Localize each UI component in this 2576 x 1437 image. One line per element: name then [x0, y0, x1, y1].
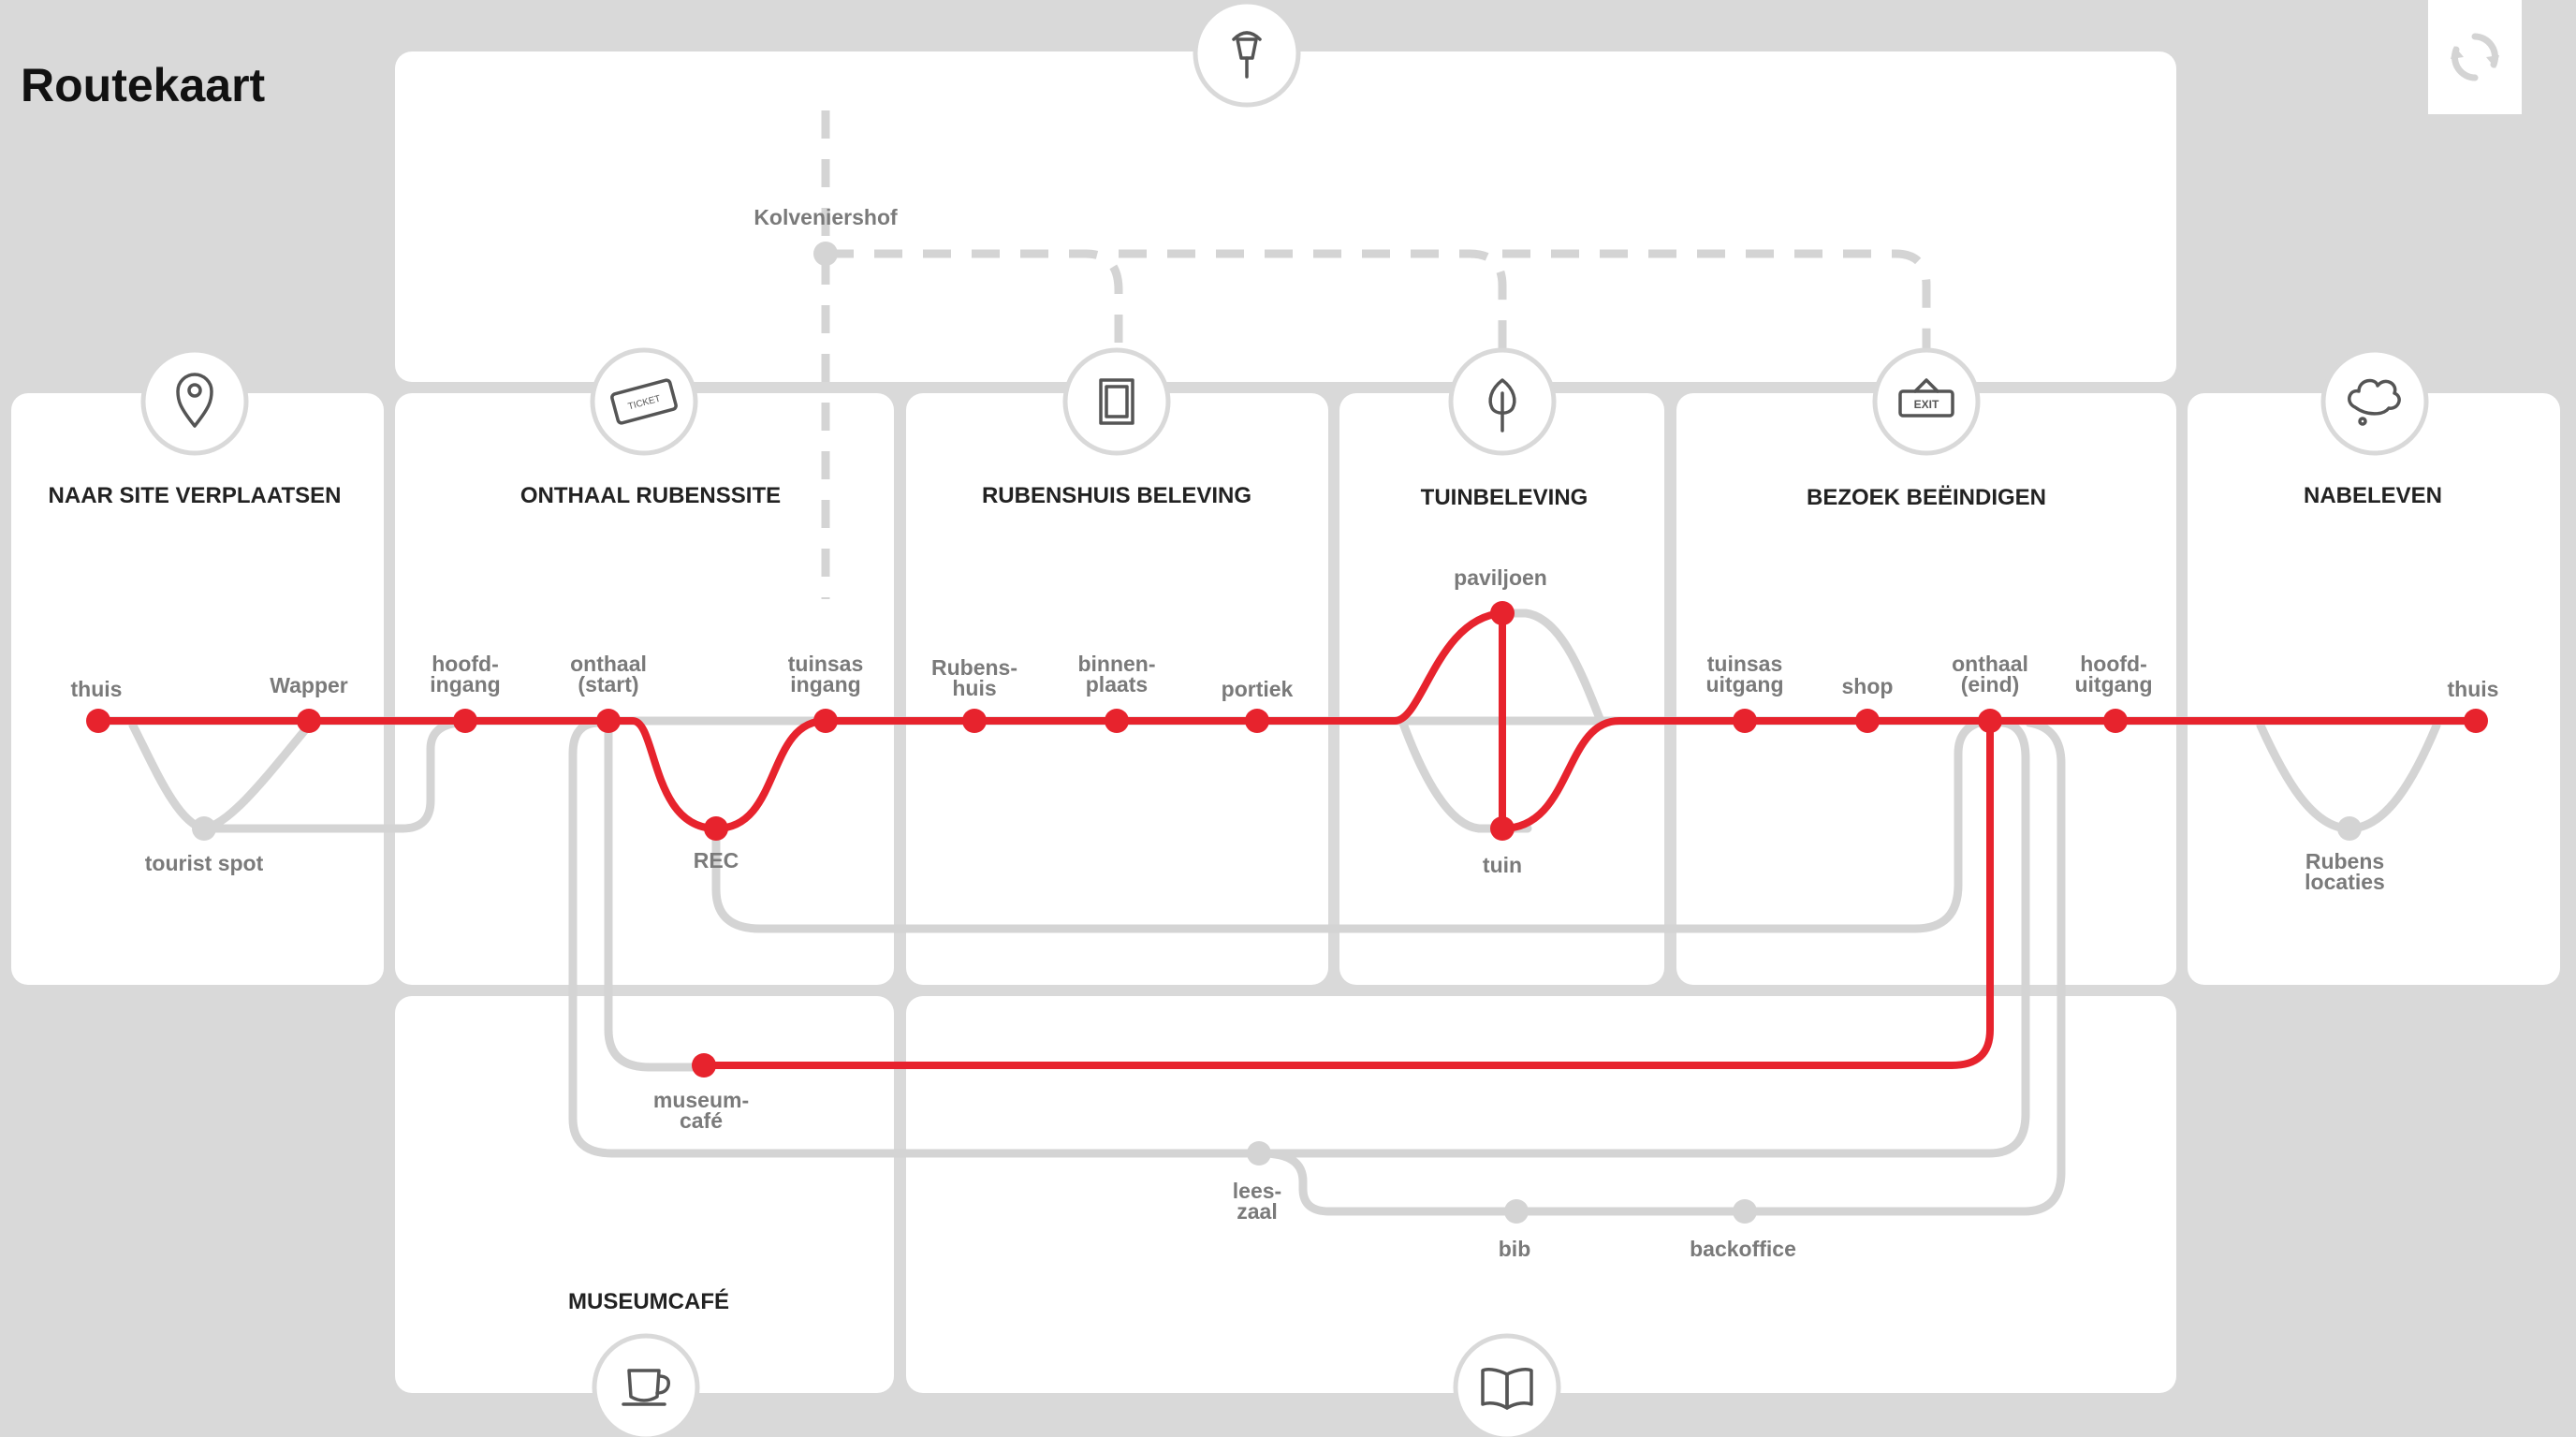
panel-nabeleven	[2188, 393, 2560, 985]
stop-rubens-locaties[interactable]	[2337, 816, 2362, 841]
stop-leeszaal[interactable]	[1247, 1141, 1271, 1166]
stop-kolveniershof[interactable]	[813, 242, 838, 266]
stop-backoffice[interactable]	[1733, 1199, 1757, 1224]
label-onthaal-eind: onthaal(eind)	[1952, 652, 2028, 697]
panel-museumcafe	[395, 996, 894, 1393]
coffee-cup-icon	[592, 1333, 700, 1437]
stop-rubenshuis[interactable]	[962, 709, 987, 733]
active-route	[95, 609, 2480, 1069]
label-hoofdingang: hoofd-ingang	[430, 652, 500, 697]
stop-onthaal-eind[interactable]	[1978, 709, 2002, 733]
thought-cloud-icon	[2320, 347, 2429, 456]
stop-thuis-start[interactable]	[86, 709, 110, 733]
stops	[86, 242, 2488, 1224]
panel-bezoek-einde	[1676, 393, 2176, 985]
label-backoffice: backoffice	[1690, 1237, 1796, 1261]
section-title-nabeleven: NABELEVEN	[2304, 483, 2442, 508]
stop-binnenplaats[interactable]	[1105, 709, 1129, 733]
stop-onthaal-start[interactable]	[596, 709, 621, 733]
section-title-onthaal: ONTHAAL RUBENSSITE	[520, 483, 781, 508]
stop-labels: thuis Wapper tourist spot hoofd-ingang o…	[71, 205, 2499, 1261]
label-kolveniershof: Kolveniershof	[754, 205, 898, 229]
panel-bottom	[906, 996, 2176, 1393]
label-rec: REC	[694, 848, 739, 872]
section-title-naar-site: NAAR SITE VERPLAATSEN	[49, 483, 342, 508]
stop-museumcafe[interactable]	[692, 1053, 716, 1078]
label-onthaal-start: onthaal(start)	[570, 652, 647, 697]
refresh-button[interactable]	[2428, 0, 2522, 114]
stop-wapper[interactable]	[297, 709, 321, 733]
section-titles: NAAR SITE VERPLAATSEN ONTHAAL RUBENSSITE…	[49, 483, 2442, 1314]
label-museumcafe: museum-café	[653, 1088, 749, 1133]
section-title-museumcafe: MUSEUMCAFÉ	[568, 1288, 729, 1314]
book-icon	[1453, 1333, 1561, 1437]
section-title-tuin: TUINBELEVING	[1421, 485, 1588, 510]
stop-hoofdingang[interactable]	[453, 709, 477, 733]
stop-tuinsas-uitgang[interactable]	[1733, 709, 1757, 733]
stop-paviljoen[interactable]	[1490, 601, 1515, 625]
refresh-icon	[2451, 33, 2499, 81]
panel-top	[395, 51, 2176, 382]
panel-naar-site	[11, 393, 384, 985]
tree-icon	[1448, 347, 1557, 456]
exit-sign-icon: EXIT	[1872, 347, 1981, 456]
label-tuin: tuin	[1483, 853, 1522, 877]
label-hoofduitgang: hoofd-uitgang	[2074, 652, 2152, 697]
page-title: Routekaart	[21, 59, 266, 111]
map-pin-icon	[140, 347, 249, 456]
label-paviljoen: paviljoen	[1454, 565, 1547, 590]
label-shop: shop	[1842, 674, 1894, 698]
label-bib: bib	[1499, 1237, 1531, 1261]
panel-onthaal	[395, 393, 894, 985]
stop-thuis-end[interactable]	[2464, 709, 2488, 733]
exit-sign-text: EXIT	[1914, 398, 1939, 411]
picture-frame-icon	[1062, 347, 1171, 456]
stop-tuin[interactable]	[1490, 816, 1515, 841]
label-tourist-spot: tourist spot	[145, 851, 264, 875]
label-rubenshuis: Rubens-huis	[931, 655, 1017, 700]
stop-tourist-spot[interactable]	[192, 816, 216, 841]
label-binnenplaats: binnen-plaats	[1077, 652, 1155, 697]
label-wapper: Wapper	[270, 673, 348, 697]
stop-hoofduitgang[interactable]	[2103, 709, 2128, 733]
label-portiek: portiek	[1222, 677, 1294, 701]
stop-tuinsas-ingang[interactable]	[813, 709, 838, 733]
label-thuis-start: thuis	[71, 677, 123, 701]
stop-portiek[interactable]	[1245, 709, 1269, 733]
label-leeszaal: lees-zaal	[1233, 1179, 1281, 1224]
stop-rec[interactable]	[704, 816, 728, 841]
section-title-rubenshuis: RUBENSHUIS BELEVING	[982, 483, 1251, 508]
stop-bib[interactable]	[1504, 1199, 1529, 1224]
dashed-connections	[821, 110, 1931, 599]
panel-rubenshuis	[906, 393, 1328, 985]
stop-shop[interactable]	[1855, 709, 1880, 733]
ticket-icon: TICKET	[590, 347, 698, 456]
microphone-icon	[1193, 0, 1301, 108]
section-title-bezoek-einde: BEZOEK BEËINDIGEN	[1807, 485, 2046, 510]
label-thuis-end: thuis	[2448, 677, 2499, 701]
